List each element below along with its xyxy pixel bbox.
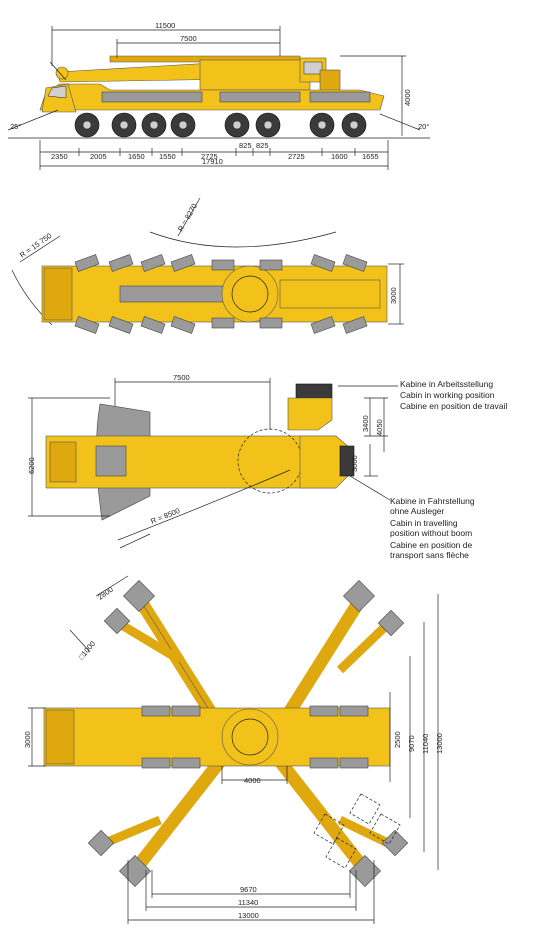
dim-2500: 2500 [393,731,402,748]
dim-height: 4000 [403,89,412,106]
dim-b4: 2725 [201,152,218,161]
slewing-ring-outrigger [221,708,279,766]
top-view: R = 15 750 R = 8270 [11,197,404,334]
travel-label-de1: Kabine in Fahrstellung [390,496,475,506]
angle-rear-label: 20° [418,122,429,131]
dim-total: 17910 [202,157,223,166]
dim-b1: 2005 [90,152,107,161]
width-3000: 3000 [389,287,398,304]
dim-7500-cab: 7500 [173,373,190,382]
dim-13000-right: 13000 [435,733,444,754]
travel-label-en1: Cabin in travelling [390,518,458,528]
dim-b7: 2725 [288,152,305,161]
dim-b3: 1550 [159,152,176,161]
tyres-top [74,254,368,334]
dim-13000-bottom: 13000 [238,911,259,920]
dim-3000-cab: 3000 [350,455,359,472]
radius-8270: R = 8270 [176,202,199,233]
carrier-outrigger-view [43,707,391,767]
pad-length: 2800 [96,585,115,602]
dim-6200: 6200 [27,457,36,474]
working-label-de: Kabine in Arbeitsstellung [400,379,493,389]
dim-11040: 11040 [421,734,430,754]
pad-size: □1000 [77,639,98,661]
dim-3400: 3400 [361,415,370,432]
dim-11500: 11500 [155,21,175,30]
travel-label-fr1: Cabine en position de [390,540,473,550]
dim-b5: 825 [239,141,252,150]
boom-head [55,66,69,80]
radius-15750: R = 15 750 [18,231,53,260]
radius-8500: R = 8500 [149,506,181,526]
cab-view: 7500 6200 R = 8500 3400 4050 3000 Kabine… [27,373,507,560]
wheels [74,112,367,138]
dim-4000: 4000 [244,776,261,785]
dim-7500: 7500 [180,34,197,43]
working-label-en: Cabin in working position [400,390,495,400]
travel-label-fr2: transport sans flèche [390,550,469,560]
radius-arc-2 [149,231,337,248]
outrigger-pads [87,580,409,887]
carrier-cab-view [45,435,337,489]
dim-b9: 1655 [362,152,379,161]
slewing-ring [221,265,279,323]
travel-label-de2: ohne Ausleger [390,506,445,516]
working-label-fr: Cabine en position de travail [400,401,507,411]
dim-b8: 1600 [331,152,348,161]
working-cab [287,397,333,431]
dim-9670: 9670 [240,885,257,894]
dim-b0: 2350 [51,152,68,161]
dim-9070: 9070 [407,735,416,752]
cab-top [295,383,333,399]
dim-b2: 1650 [128,152,145,161]
angle-front-label: 25° [10,122,21,131]
travel-label-en2: position without boom [390,528,472,538]
outrigger-view: 3000 4000 2800 □1000 2500 9070 11040 130… [23,575,444,924]
side-view: 25° 20° 11500 7500 4000 2350 2005 1650 1… [7,21,430,170]
dim-11340: 11340 [238,898,258,907]
superstructure [199,59,311,91]
dim-b6: 825 [256,141,269,150]
outrigger-width-3000: 3000 [23,731,32,748]
dim-4050: 4050 [375,419,384,436]
